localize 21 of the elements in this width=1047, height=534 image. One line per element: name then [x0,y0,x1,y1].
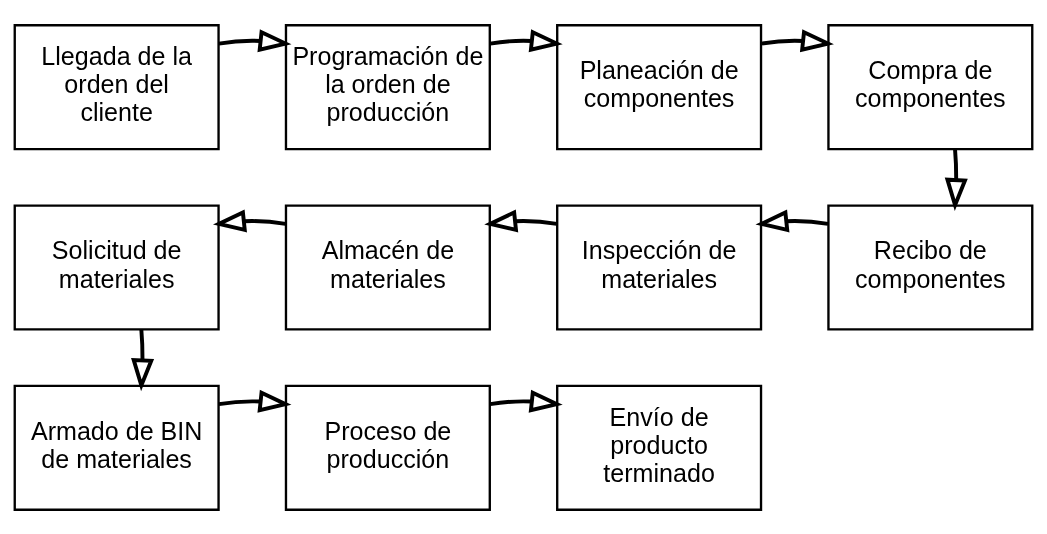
node-box: Envío de producto terminado [556,384,763,511]
arrow [755,209,829,232]
node-box: Recibo de componentes [827,203,1034,331]
node-box: Compra de componentes [827,23,1034,150]
node-box: Programación de la orden de producción [284,23,491,150]
node-box: Llegada de la orden del cliente [13,23,220,150]
arrow [761,28,834,52]
node-box: Almacén de materiales [284,203,491,331]
node-box: Solicitud de materiales [13,203,220,331]
arrow [489,28,563,52]
arrow [484,209,558,232]
arrow [131,328,155,391]
node-box: Proceso de producción [284,384,491,511]
arrow [218,389,292,413]
arrow [213,209,286,232]
node-box: Planeación de componentes [556,23,763,150]
arrow [944,148,968,211]
node-box: Inspección de materiales [556,203,763,331]
arrow [218,28,292,52]
arrow [489,389,563,413]
node-box: Armado de BIN de materiales [13,384,220,511]
